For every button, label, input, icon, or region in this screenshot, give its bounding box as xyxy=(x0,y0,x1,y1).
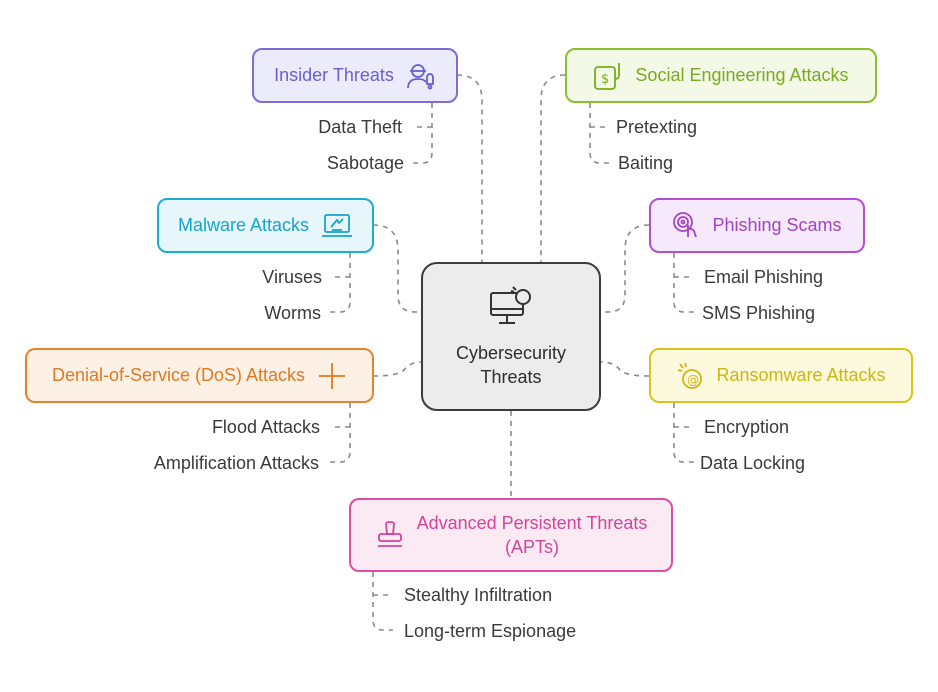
node-ransomware-attacks[interactable]: @ Ransomware Attacks xyxy=(649,348,913,403)
bomb-at-icon: @ xyxy=(676,361,704,391)
leaf-amplification-attacks: Amplification Attacks xyxy=(153,453,319,473)
leaf-email-phishing: Email Phishing xyxy=(704,267,824,287)
leaf-stealthy-infiltration: Stealthy Infiltration xyxy=(404,585,553,605)
leaf-sabotage: Sabotage xyxy=(326,153,404,173)
center-title-line2: Threats xyxy=(480,366,542,387)
node-phishing-scams-label: Phishing Scams xyxy=(712,215,842,235)
leaf-worms: Worms xyxy=(264,303,321,323)
node-insider-threats[interactable]: Insider Threats xyxy=(252,48,458,103)
node-insider-threats-label: Insider Threats xyxy=(274,65,394,85)
leaf-baiting: Baiting xyxy=(618,153,674,173)
leaf-viruses: Viruses xyxy=(262,267,322,287)
node-social-engineering-label: Social Engineering Attacks xyxy=(635,65,849,85)
node-apt[interactable]: Advanced Persistent Threats (APTs) xyxy=(349,498,673,572)
plus-icon xyxy=(317,361,347,391)
node-ransomware-attacks-label: Ransomware Attacks xyxy=(716,365,886,385)
fishing-hook-icon: $ xyxy=(593,61,623,91)
leaf-flood-attacks: Flood Attacks xyxy=(211,417,320,437)
node-social-engineering[interactable]: $ Social Engineering Attacks xyxy=(565,48,877,103)
infected-laptop-icon xyxy=(321,213,353,239)
svg-text:@: @ xyxy=(687,373,699,387)
monitor-magnifier-icon xyxy=(489,285,533,333)
node-dos-attacks-label: Denial-of-Service (DoS) Attacks xyxy=(51,365,306,385)
svg-text:$: $ xyxy=(601,72,609,87)
leaf-pretexting: Pretexting xyxy=(616,117,698,137)
node-phishing-scams[interactable]: Phishing Scams xyxy=(649,198,865,253)
fingerprint-click-icon xyxy=(672,211,700,241)
node-dos-attacks[interactable]: Denial-of-Service (DoS) Attacks xyxy=(25,348,374,403)
leaf-data-theft: Data Theft xyxy=(318,117,402,137)
leaf-data-locking: Data Locking xyxy=(700,453,806,473)
leaf-sms-phishing: SMS Phishing xyxy=(702,303,816,323)
leaf-encryption: Encryption xyxy=(704,417,790,437)
center-node[interactable]: Cybersecurity Threats xyxy=(421,262,601,411)
node-apt-label-line2: (APTs) xyxy=(504,537,559,557)
node-malware-attacks-label: Malware Attacks xyxy=(177,215,310,235)
center-title-line1: Cybersecurity xyxy=(455,342,567,363)
node-malware-attacks[interactable]: Malware Attacks xyxy=(157,198,374,253)
stamp-icon xyxy=(375,520,405,550)
node-apt-label-line1: Advanced Persistent Threats xyxy=(416,513,648,533)
leaf-long-term-espionage: Long-term Espionage xyxy=(404,621,577,641)
spy-user-icon xyxy=(406,62,436,90)
